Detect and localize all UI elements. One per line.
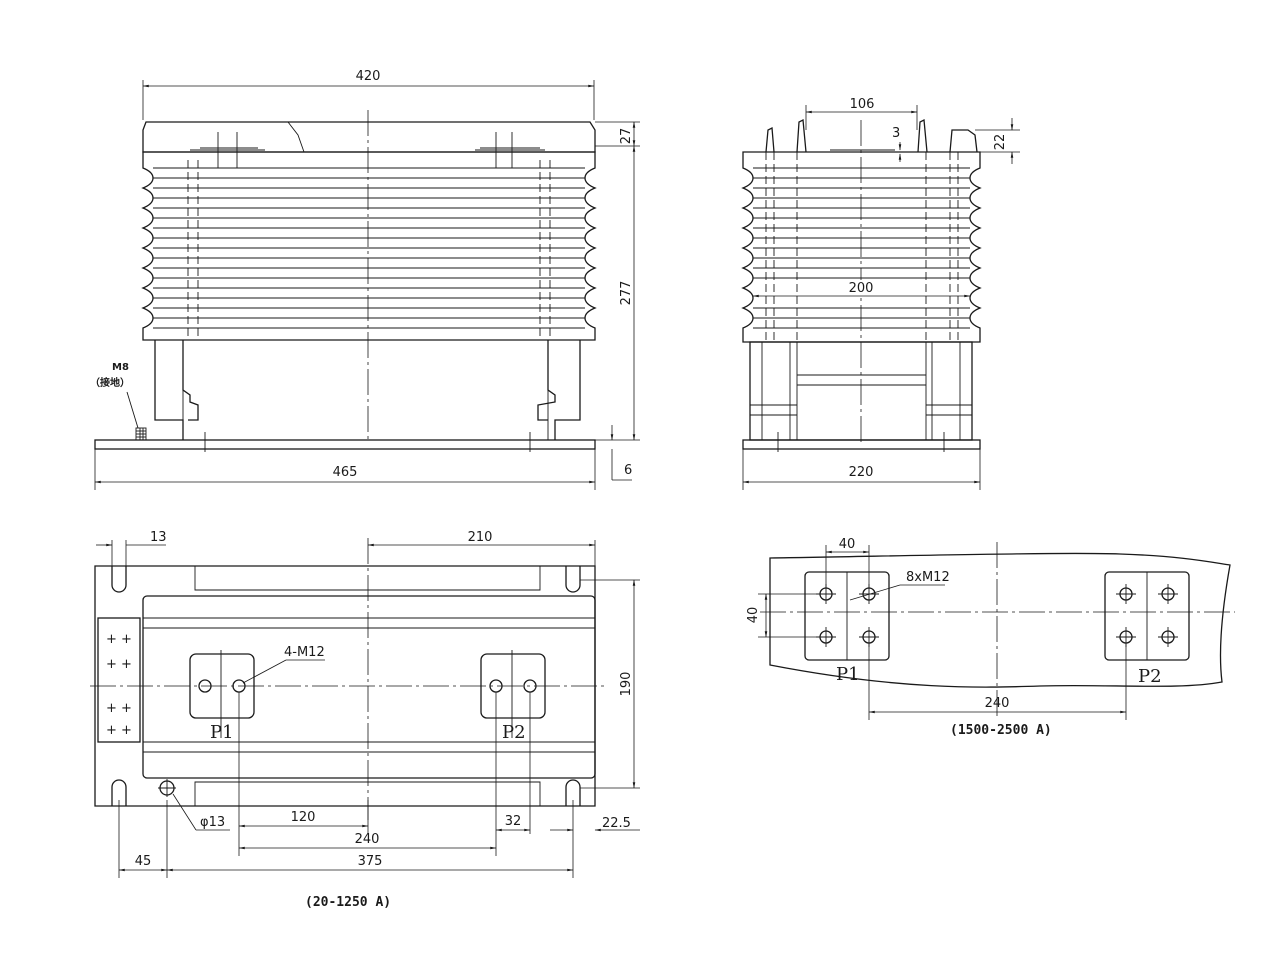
dim-240: 240 (355, 832, 380, 847)
thread-callout-8xm12: 8xM12 (906, 570, 950, 585)
dim-13: 13 (150, 530, 167, 545)
ground-label-cn: （接地） (90, 376, 130, 389)
ground-label: M8 (112, 362, 129, 373)
dim-190: 190 (619, 672, 634, 697)
plus-mark-d: + + (106, 723, 132, 738)
dim-375: 375 (358, 854, 383, 869)
plus-mark-a: + + (106, 632, 132, 647)
dim-6: 6 (624, 463, 632, 478)
caption-20-1250: (20-1250 A) (305, 895, 391, 910)
busbar-dim-240: 240 (985, 696, 1010, 711)
caption-1500-2500: (1500-2500 A) (950, 723, 1052, 738)
dim-32: 32 (505, 814, 522, 829)
thread-callout-4m12: 4-M12 (284, 645, 325, 660)
p1-label: P1 (210, 722, 234, 743)
busbar-view: P1 P2 40 40 8xM12 240 (1500-2500 A) (746, 537, 1235, 738)
plus-mark-c: + + (106, 701, 132, 716)
dim-22: 22 (993, 134, 1008, 151)
dim-40-x: 40 (839, 537, 856, 552)
dim-277: 277 (619, 281, 634, 306)
plan-view: + + + + + + + + P1 P2 4-M12 φ13 (90, 530, 640, 910)
dim-3: 3 (892, 126, 900, 141)
busbar-p1-label: P1 (836, 664, 860, 685)
dim-220: 220 (849, 465, 874, 480)
busbar-p2-label: P2 (1138, 666, 1162, 687)
side-view: 106 3 22 (741, 97, 1020, 490)
dim-45: 45 (135, 854, 152, 869)
front-view: 420 (90, 69, 640, 490)
dim-420: 420 (356, 69, 381, 84)
dim-40-y: 40 (746, 607, 761, 624)
p2-label: P2 (502, 722, 526, 743)
dim-120: 120 (291, 810, 316, 825)
dim-106: 106 (850, 97, 875, 112)
dim-27: 27 (619, 128, 634, 145)
dim-465: 465 (333, 465, 358, 480)
dim-210: 210 (468, 530, 493, 545)
plus-mark-b: + + (106, 657, 132, 672)
dim-22-5: 22.5 (602, 816, 631, 831)
dim-phi13: φ13 (200, 815, 225, 830)
dim-200: 200 (849, 281, 874, 296)
